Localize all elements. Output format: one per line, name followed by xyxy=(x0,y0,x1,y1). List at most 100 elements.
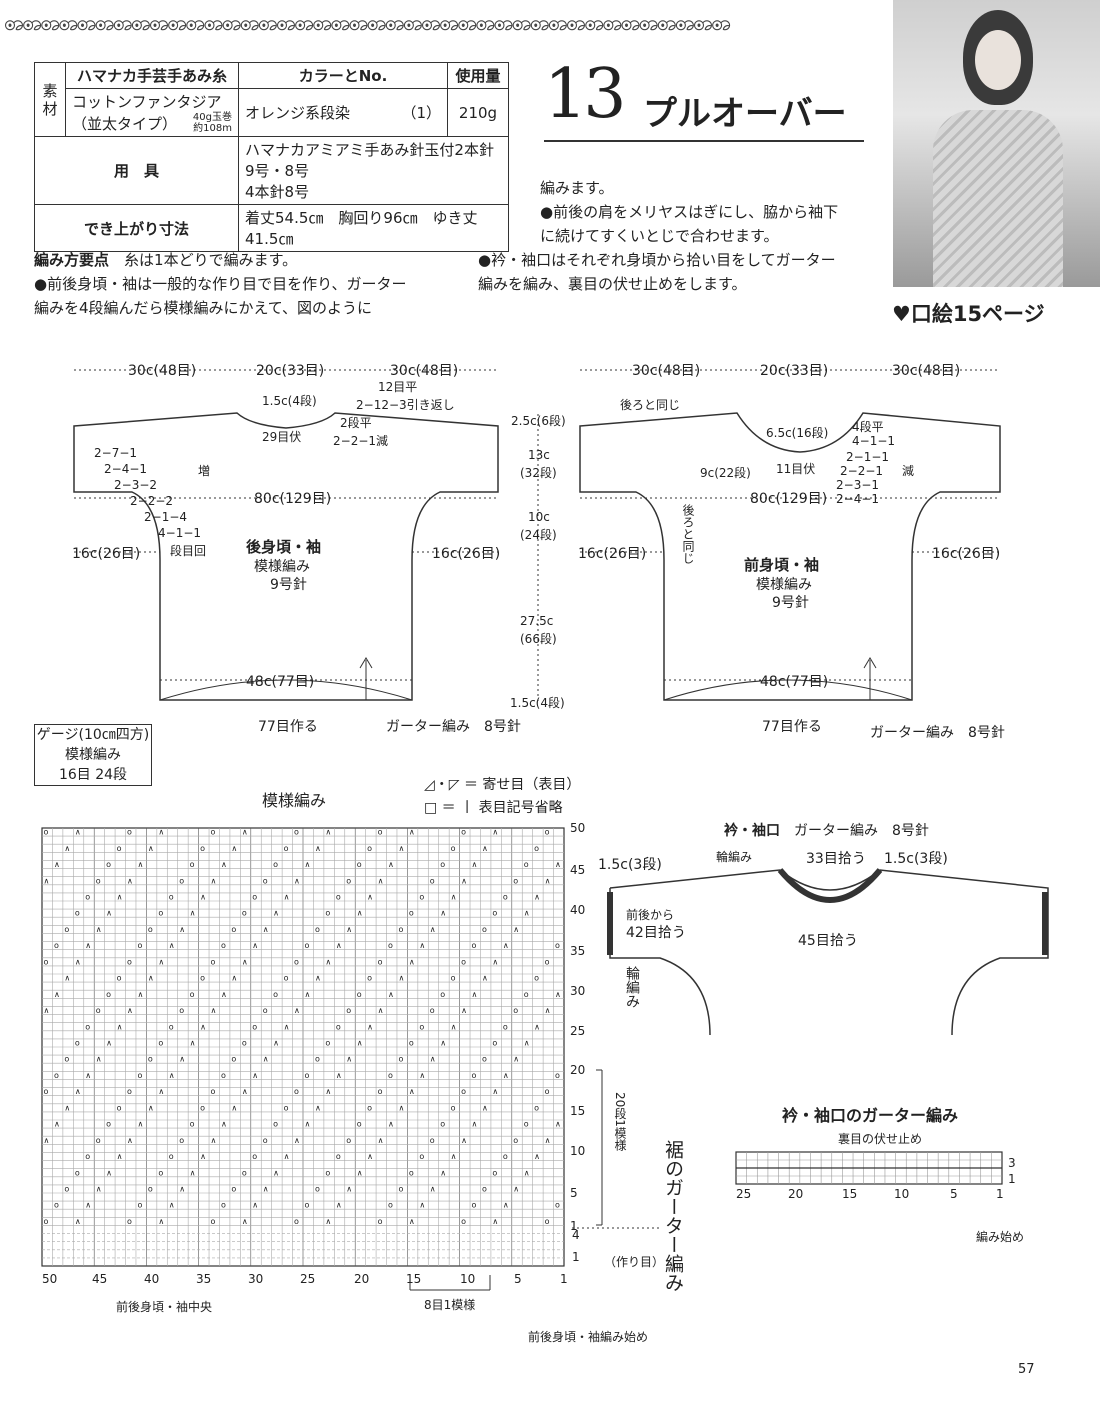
chart-title: 模様編み xyxy=(262,791,327,810)
decrease-symbol: ∧ xyxy=(524,1168,530,1177)
decrease-symbol: ∧ xyxy=(158,957,164,966)
yarn-over-symbol: o xyxy=(409,909,414,918)
decorative-border: ꩨꩨꩨꩨꩨꩨꩨꩨꩨꩨꩨꩨꩨꩨꩨꩨꩨꩨꩨꩨꩨꩨꩨꩨꩨꩨꩨꩨꩨꩨꩨꩨꩨꩨꩨꩨꩨꩨꩨꩨ xyxy=(4,11,731,36)
decrease-symbol: ∧ xyxy=(534,893,540,902)
chart-row-label: 30 xyxy=(570,984,586,998)
yarn-over-symbol: o xyxy=(200,974,205,983)
back-needle: 9号針 xyxy=(270,577,307,593)
yarn-over-symbol: o xyxy=(534,844,539,853)
yarn-over-symbol: o xyxy=(54,941,59,950)
yarn-over-symbol: o xyxy=(273,990,278,999)
decrease-symbol: ∧ xyxy=(284,1152,290,1161)
decrease-symbol: ∧ xyxy=(503,1071,509,1080)
yarn-over-symbol: o xyxy=(440,1120,445,1129)
yarn-over-symbol: o xyxy=(503,1022,508,1031)
materials-table: 素材 ハマナカ手芸手あみ糸 カラーとNo. 使用量 コットンファンタジア （並太… xyxy=(34,62,509,252)
decrease-symbol: ∧ xyxy=(325,1217,331,1226)
decrease-symbol: ∧ xyxy=(85,1071,91,1080)
decrease-symbol: ∧ xyxy=(263,1185,269,1194)
decrease-symbol: ∧ xyxy=(440,909,446,918)
chart-cast-label: （作り目） xyxy=(604,1255,665,1269)
instructions-line-1: 糸は1本どりで編みます。 xyxy=(124,251,298,269)
garter-col-label: 5 xyxy=(950,1187,958,1201)
chart-legend-2: □ ＝ 丨 表目記号省略 xyxy=(424,800,563,816)
yarn-over-symbol: o xyxy=(534,1103,539,1112)
collar-title-detail: ガーター編み 8号針 xyxy=(794,823,929,839)
chart-row-label: 40 xyxy=(570,903,586,917)
yarn-over-symbol: o xyxy=(148,1185,153,1194)
yarn-over-symbol: o xyxy=(75,909,80,918)
yarn-over-symbol: o xyxy=(513,876,518,885)
size-cell: 着丈54.5㎝ 胸回り96㎝ ゆき丈41.5㎝ xyxy=(238,204,509,252)
header-yarn: ハマナカ手芸手あみ糸 xyxy=(65,62,239,89)
decrease-symbol: ∧ xyxy=(492,1087,498,1096)
yarn-over-symbol: o xyxy=(179,1006,184,1015)
front-same-back: 後ろと同じ xyxy=(620,398,681,412)
collar-title-text: 衿・袖口 xyxy=(724,823,780,839)
front-piece-name: 前身頃・袖 xyxy=(744,556,820,574)
yarn-over-symbol: o xyxy=(242,1039,247,1048)
yarn-over-symbol: o xyxy=(503,1152,508,1161)
decrease-symbol: ∧ xyxy=(96,1055,102,1064)
yarn-over-symbol: o xyxy=(388,1201,393,1210)
instructions-left: 編み方要点 糸は1本どりで編みます。 xyxy=(34,248,297,272)
decrease-symbol: ∧ xyxy=(325,828,331,837)
decrease-symbol: ∧ xyxy=(409,957,415,966)
chart-row-label: 15 xyxy=(570,1104,586,1118)
decrease-symbol: ∧ xyxy=(284,1022,290,1031)
front-dec-5: 2−4−1 xyxy=(836,492,880,506)
garter-col-label: 20 xyxy=(788,1187,804,1201)
decrease-symbol: ∧ xyxy=(252,1201,258,1210)
decrease-symbol: ∧ xyxy=(137,860,143,869)
gauge-box: ゲージ(10㎝四方) 模様編み 16目 24段 xyxy=(34,724,152,786)
decrease-symbol: ∧ xyxy=(64,1103,70,1112)
back-neck-depth: 1.5c(4段) xyxy=(262,394,317,408)
chart-row-label: 25 xyxy=(570,1024,586,1038)
yarn-over-symbol: o xyxy=(315,1055,320,1064)
decrease-symbol: ∧ xyxy=(169,1201,175,1210)
garter-row-1: 1 xyxy=(1008,1172,1016,1186)
yarn-over-symbol: o xyxy=(524,990,529,999)
material-label: 素材 xyxy=(34,62,66,137)
decrease-symbol: ∧ xyxy=(190,909,196,918)
yarn-over-symbol: o xyxy=(211,1087,216,1096)
decrease-symbol: ∧ xyxy=(179,925,185,934)
yarn-over-symbol: o xyxy=(169,1022,174,1031)
decrease-symbol: ∧ xyxy=(242,1217,248,1226)
instructions-line-5: ●前後の肩をメリヤスはぎにし、脇から袖下 xyxy=(540,203,839,221)
tools-label: 用 具 xyxy=(34,136,239,205)
decrease-symbol: ∧ xyxy=(461,1006,467,1015)
decrease-symbol: ∧ xyxy=(294,1006,300,1015)
yarn-over-symbol: o xyxy=(545,957,550,966)
yarn-over-symbol: o xyxy=(388,941,393,950)
yarn-over-symbol: o xyxy=(367,1103,372,1112)
center-b: 13c xyxy=(528,448,550,462)
collar-round: 輪編み xyxy=(716,850,753,864)
yarn-over-symbol: o xyxy=(284,1103,289,1112)
back-cast: 77目作る xyxy=(258,719,318,735)
collar-depth-right: 1.5c(3段) xyxy=(884,851,948,867)
yarn-over-symbol: o xyxy=(221,941,226,950)
front-dec-4: 2−3−1 xyxy=(836,478,880,492)
front-dec-1: 4−1−1 xyxy=(852,434,896,448)
tools-cell: ハマナカアミアミ手あみ針玉付2本針9号・8号 4本針8号 xyxy=(238,136,509,205)
yarn-over-symbol: o xyxy=(263,1136,268,1145)
chart-hem-label: 裾のガーター編み xyxy=(662,1140,684,1292)
decrease-symbol: ∧ xyxy=(64,974,70,983)
front-dec-flat: 4段平 xyxy=(852,420,884,434)
decrease-symbol: ∧ xyxy=(524,909,530,918)
chart-legend-1: ◿・◸ ＝ 寄せ目（表目） xyxy=(424,777,581,793)
back-neck-flat: 12目平 xyxy=(378,380,418,394)
center-a: 2.5c(6段) xyxy=(511,414,566,428)
decrease-symbol: ∧ xyxy=(179,1055,185,1064)
decrease-symbol: ∧ xyxy=(409,1217,415,1226)
back-hem: 48c(77目) xyxy=(246,674,315,690)
yarn-over-symbol: o xyxy=(315,1185,320,1194)
front-top-left: 30c(48目) xyxy=(632,363,701,379)
decrease-symbol: ∧ xyxy=(419,941,425,950)
back-inc-3: 2−3−2 xyxy=(114,478,158,492)
yarn-over-symbol: o xyxy=(231,1055,236,1064)
decrease-symbol: ∧ xyxy=(221,990,227,999)
front-dec-2: 2−1−1 xyxy=(846,450,890,464)
collar-depth-left: 1.5c(3段) xyxy=(598,857,662,873)
